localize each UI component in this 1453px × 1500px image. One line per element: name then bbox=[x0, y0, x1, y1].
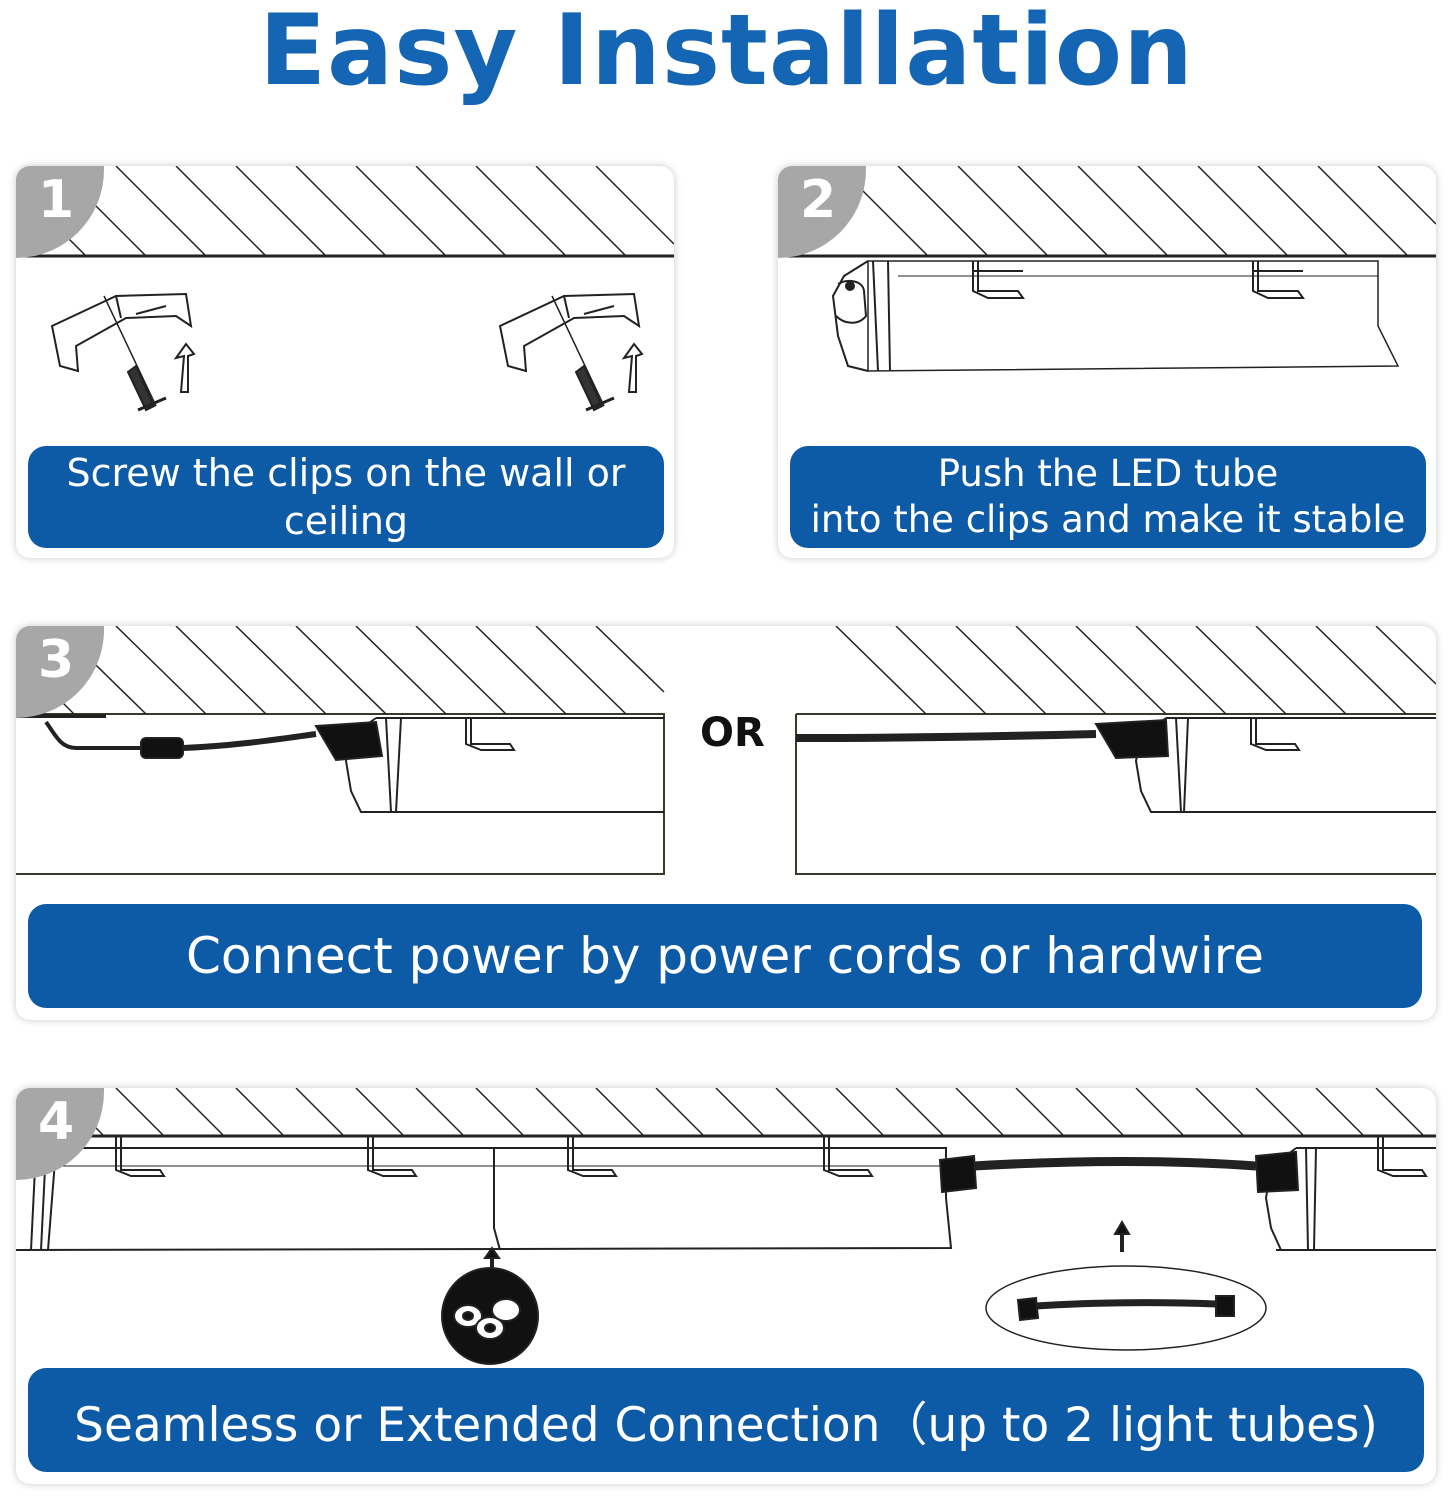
step-4-caption: Seamless or Extended Connection（up to 2 … bbox=[28, 1368, 1424, 1472]
step-3-number: 3 bbox=[38, 630, 75, 690]
step-4-illustration bbox=[16, 1088, 1436, 1365]
step-3-illustration bbox=[16, 626, 1436, 875]
step-3-panel: 3 Connect power by power cords or hardwi… bbox=[16, 626, 1436, 1020]
step-2-number: 2 bbox=[800, 170, 837, 230]
step-2-illustration bbox=[778, 166, 1436, 372]
step-1-caption: Screw the clips on the wall or ceiling bbox=[28, 446, 664, 548]
step-3-badge: 3 bbox=[16, 626, 104, 718]
step-1-number: 1 bbox=[38, 170, 75, 230]
step-2-panel: 2 Push the LED tube into the clips and m… bbox=[778, 166, 1436, 558]
step-4-caption-text: Seamless or Extended Connection（up to 2 … bbox=[74, 1397, 1378, 1453]
step-2-caption-text: Push the LED tube into the clips and mak… bbox=[810, 452, 1406, 541]
step-1-caption-text: Screw the clips on the wall or ceiling bbox=[66, 451, 626, 543]
or-label: OR bbox=[700, 710, 765, 756]
step-4-panel: 4 Seamless or Extended Connection（up to … bbox=[16, 1088, 1436, 1484]
step-3-caption: Connect power by power cords or hardwire bbox=[28, 904, 1422, 1008]
step-2-caption: Push the LED tube into the clips and mak… bbox=[790, 446, 1426, 548]
step-3-caption-text: Connect power by power cords or hardwire bbox=[186, 927, 1264, 985]
page-title: Easy Installation bbox=[259, 0, 1194, 108]
step-1-panel: 1 Screw the clips on the wall or ceiling bbox=[16, 166, 674, 558]
step-4-number: 4 bbox=[38, 1092, 75, 1152]
step-1-illustration bbox=[16, 166, 674, 412]
